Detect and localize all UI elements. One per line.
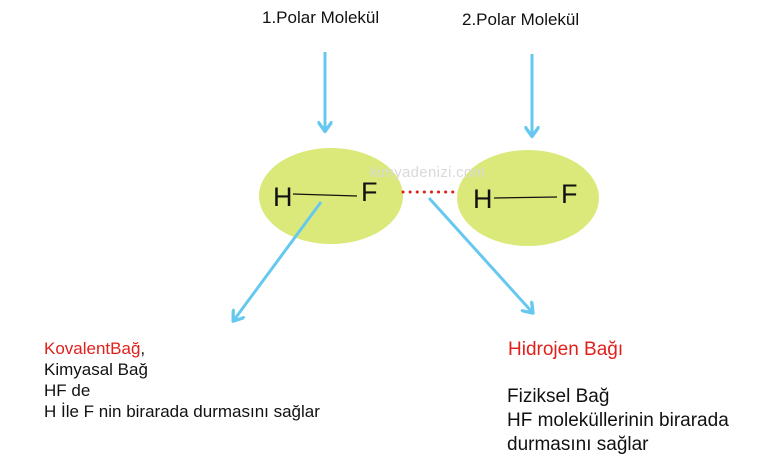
covalent-bond-explanation: H İle F nin birarada durmasını sağlar [44,402,320,421]
hf-label: HF de [44,381,91,400]
atom-h-2: H [473,184,493,214]
arrow-covalent-bond [234,201,323,320]
atom-h-1: H [273,182,293,212]
covalent-bond-description: KovalentBağ, Kimyasal Bağ HF de H İle F … [44,338,320,422]
covalent-bond-line-2 [493,196,558,199]
covalent-bond-label: KovalentBağ [44,339,141,358]
watermark: kimyadenizi.com [370,164,486,181]
molecule-1-label: 1.Polar Molekül [262,8,380,27]
atom-f-2: F [561,179,578,209]
hydrogen-bond-description: Fiziksel Bağ HF moleküllerinin birarada … [507,385,729,457]
molecule-1-ellipse [259,148,403,244]
atom-f-1: F [361,177,378,207]
arrow-hydrogen-bond [427,196,532,312]
covalent-bond-line-1 [292,193,358,197]
hydrogen-bond-title: Hidrojen Bağı [508,339,624,360]
covalent-bond-comma: , [140,339,146,358]
chemical-bond-label: Kimyasal Bağ [44,360,148,379]
hydrogen-bond-explanation-2: durmasını sağlar [507,434,649,455]
physical-bond-label: Fiziksel Bağ [507,386,610,407]
hydrogen-bond-explanation-1: HF moleküllerinin birarada [507,410,729,431]
molecule-2-label: 2.Polar Molekül [462,10,580,29]
covalent-bond-heading: KovalentBağ, [44,338,320,359]
